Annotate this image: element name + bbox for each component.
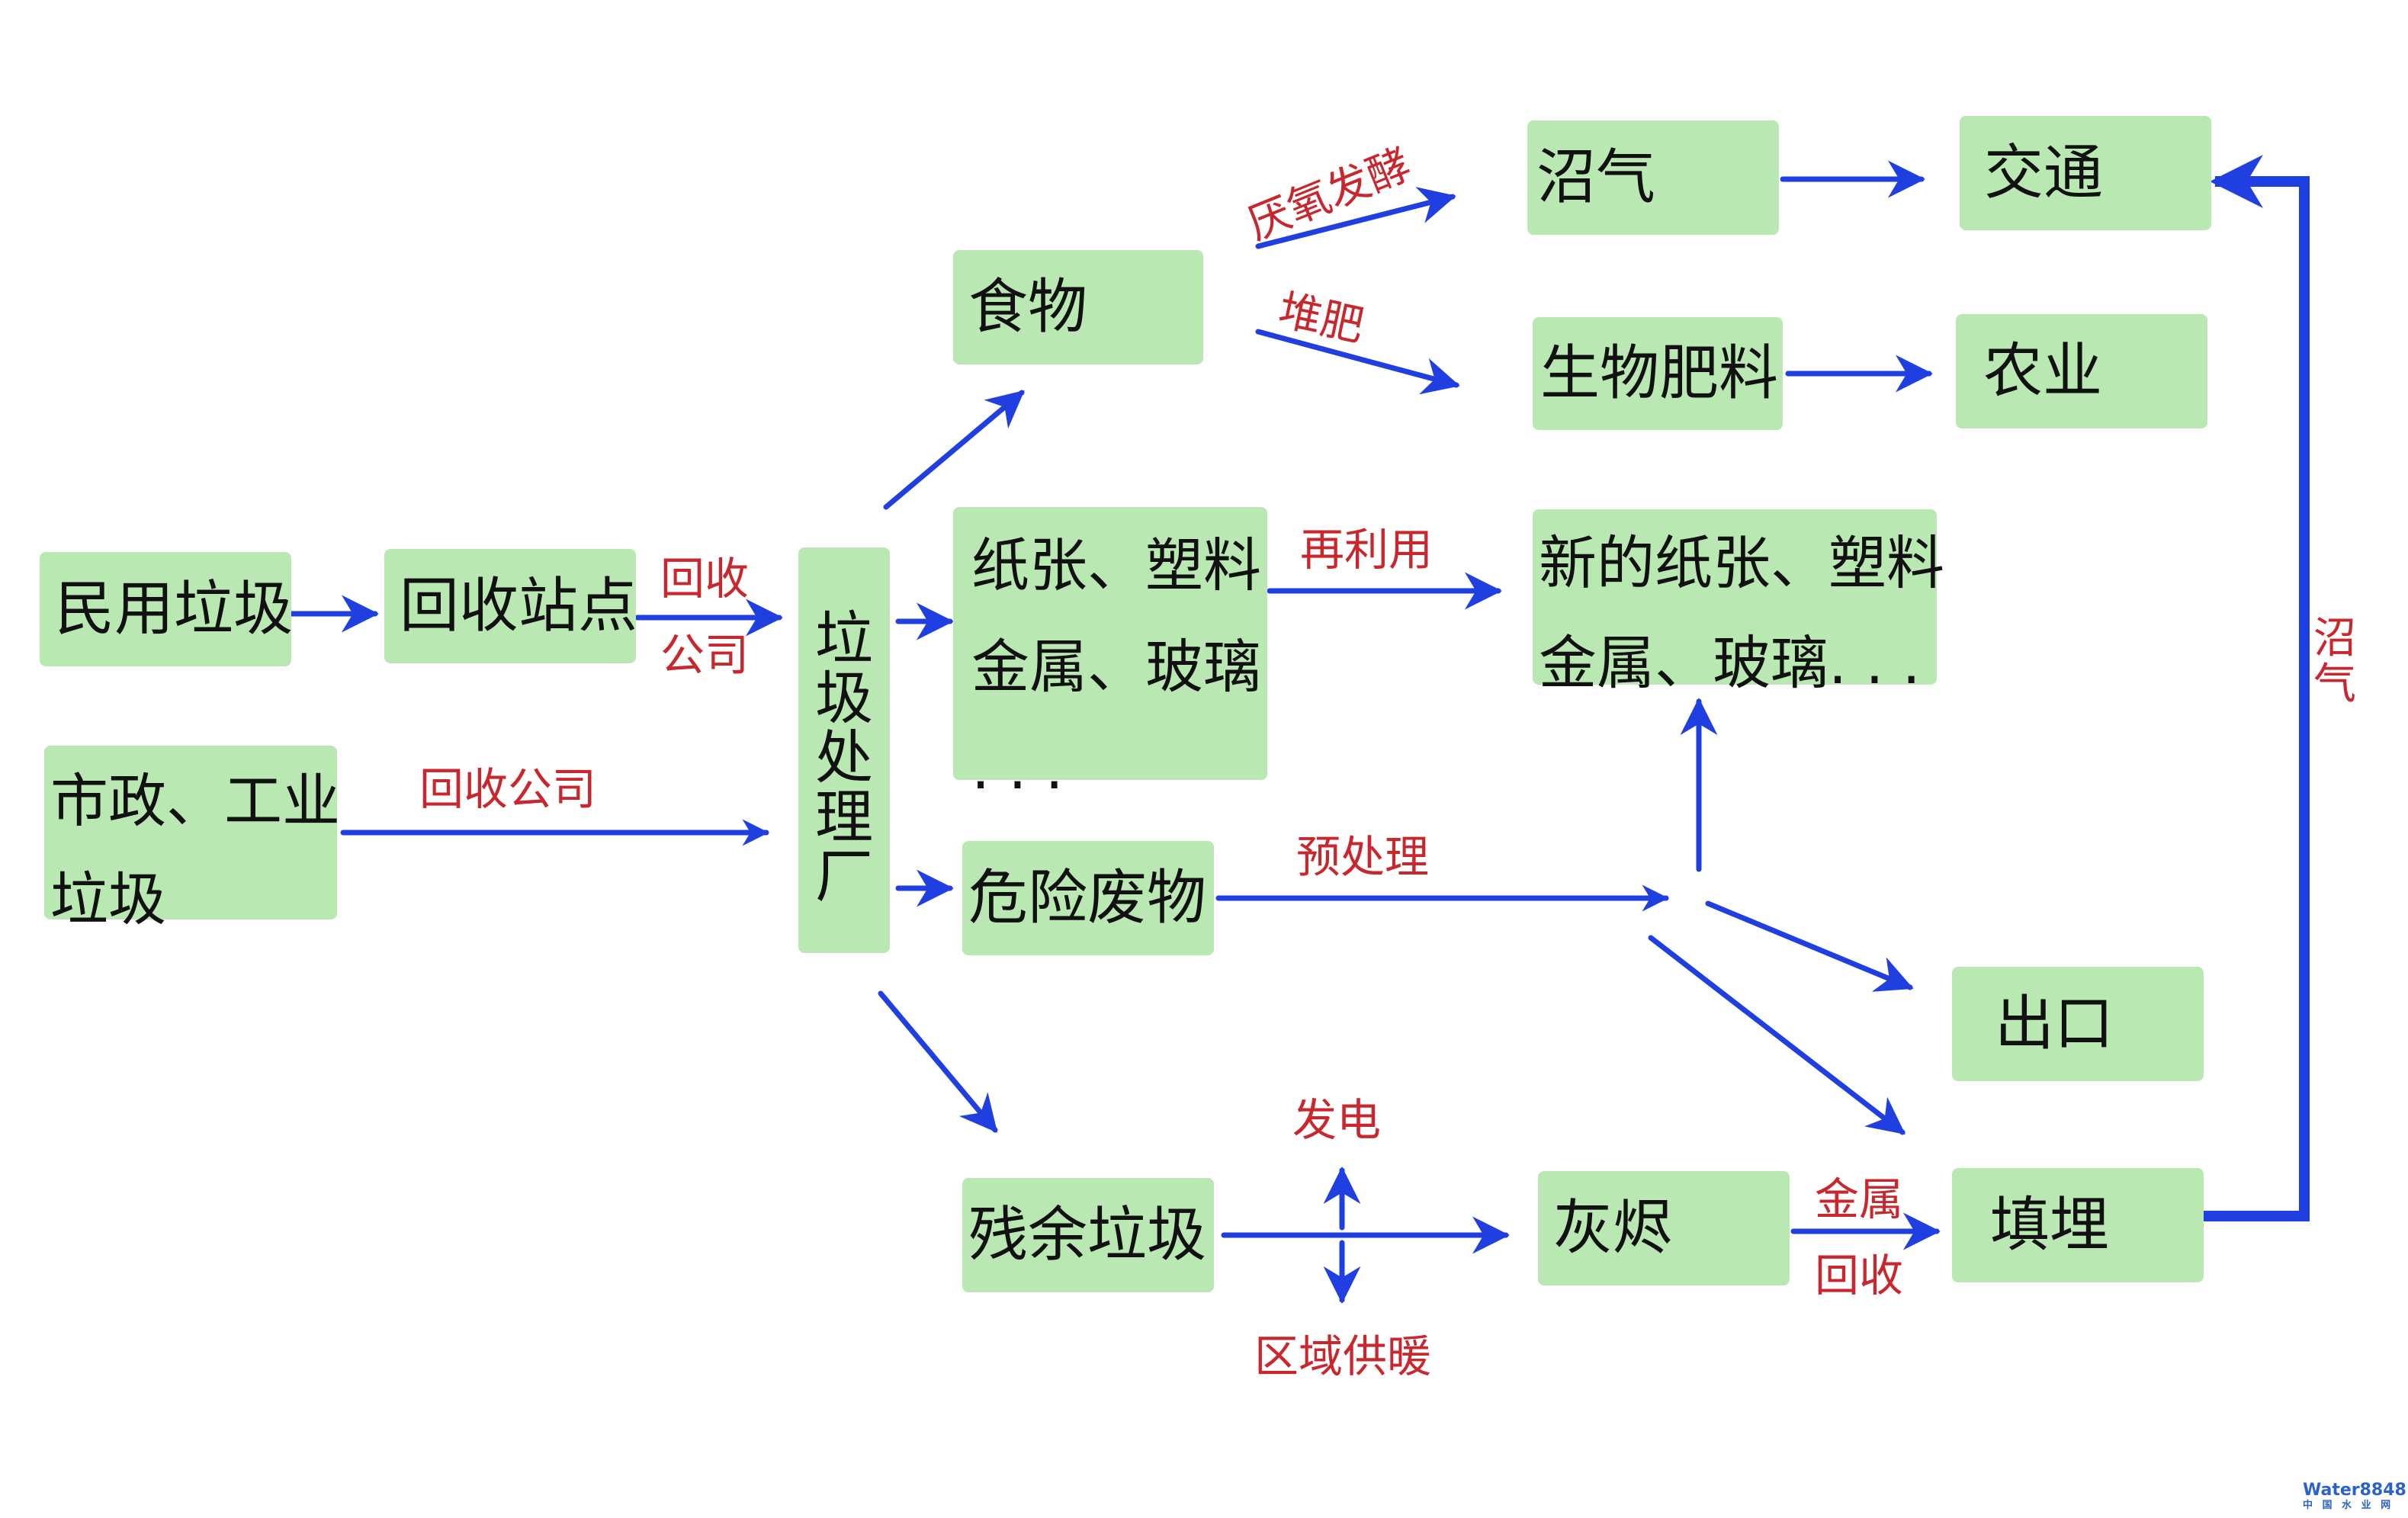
plant-char-3: 处 bbox=[815, 724, 873, 791]
node-ash: 灰烬 bbox=[1538, 1171, 1790, 1285]
node-recyclables: 纸张、塑料 金属、玻璃 . . . bbox=[953, 507, 1267, 802]
node-agriculture: 农业 bbox=[1956, 314, 2207, 428]
node-municipal-industrial-waste: 市政、工业 垃圾 bbox=[44, 746, 340, 933]
node-landfill: 填埋 bbox=[1952, 1168, 2204, 1282]
arrow-branch-to-landfill bbox=[1648, 935, 1906, 1135]
label-biogas-side-char-1: 沼 bbox=[2313, 614, 2356, 663]
node-civil-waste: 民用垃圾 bbox=[40, 552, 294, 666]
plant-char-5: 厂 bbox=[815, 842, 873, 910]
node-hazardous-waste-label: 危险废物 bbox=[968, 864, 1207, 932]
node-treatment-plant-label: 垃 圾 处 理 厂 bbox=[798, 610, 890, 907]
label-recycle: 回收 bbox=[660, 553, 750, 605]
node-residual-waste-label: 残余垃圾 bbox=[968, 1201, 1207, 1269]
label-biogas-side-char-2: 气 bbox=[2313, 660, 2356, 709]
node-recycling-station-label: 回收站点 bbox=[400, 572, 638, 640]
node-transport-label: 交通 bbox=[1984, 139, 2104, 207]
node-new-materials: 新的纸张、塑料 金属、玻璃. . . bbox=[1533, 509, 1944, 697]
node-landfill-label: 填埋 bbox=[1990, 1191, 2110, 1260]
node-municipal-industrial-text: 市政、工业 垃圾 bbox=[50, 752, 340, 948]
node-municipal-line-1: 市政、工业 bbox=[50, 767, 340, 835]
label-recovery: 回收 bbox=[1815, 1250, 1904, 1301]
label-metal: 金属 bbox=[1815, 1173, 1904, 1225]
label-district-heating: 区域供暖 bbox=[1254, 1330, 1432, 1382]
arrow-plant-to-food bbox=[883, 390, 1025, 510]
node-recycling-station: 回收站点 bbox=[384, 549, 638, 663]
plant-char-1: 垃 bbox=[815, 605, 873, 672]
arrow-plant-to-residual bbox=[878, 990, 998, 1133]
arrow-branch-to-export bbox=[1705, 900, 1914, 992]
node-bio-fertilizer-label: 生物肥料 bbox=[1540, 339, 1779, 408]
node-new-materials-line-2: 金属、玻璃. . . bbox=[1539, 628, 1921, 697]
node-transport: 交通 bbox=[1960, 116, 2211, 230]
node-treatment-plant: 垃 圾 处 理 厂 bbox=[798, 547, 890, 953]
watermark-logo: Water8848 中 国 水 业 网 bbox=[2303, 1481, 2406, 1511]
label-biogas-side: 沼 气 bbox=[2310, 618, 2359, 709]
node-food-label: 食物 bbox=[968, 273, 1088, 342]
node-municipal-line-2: 垃圾 bbox=[50, 865, 166, 934]
node-civil-waste-label: 民用垃圾 bbox=[55, 575, 294, 643]
label-power-generation: 发电 bbox=[1292, 1094, 1382, 1146]
node-hazardous-waste: 危险废物 bbox=[962, 841, 1214, 955]
node-export: 出口 bbox=[1952, 967, 2204, 1081]
plant-char-2: 圾 bbox=[815, 664, 873, 732]
node-recyclables-line-1: 纸张、塑料 bbox=[971, 531, 1261, 599]
node-export-label: 出口 bbox=[1995, 990, 2114, 1058]
node-recyclables-line-3: . . . bbox=[971, 734, 1064, 802]
watermark-sub: 中 国 水 业 网 bbox=[2303, 1500, 2394, 1511]
label-company: 公司 bbox=[660, 629, 750, 681]
arrow-food-to-fertilizer bbox=[1255, 329, 1460, 395]
node-biogas-label: 沼气 bbox=[1536, 143, 1656, 212]
label-recycling-company: 回收公司 bbox=[419, 763, 597, 815]
watermark-brand: Water8848 bbox=[2303, 1481, 2406, 1500]
node-residual-waste: 残余垃圾 bbox=[962, 1178, 1214, 1292]
node-bio-fertilizer: 生物肥料 bbox=[1533, 317, 1783, 430]
node-recyclables-text: 纸张、塑料 金属、玻璃 . . . bbox=[971, 515, 1261, 819]
node-recyclables-line-2: 金属、玻璃 bbox=[971, 633, 1261, 701]
arrow-food-to-biogas bbox=[1255, 187, 1456, 249]
plant-char-4: 理 bbox=[815, 783, 873, 851]
node-food: 食物 bbox=[953, 250, 1203, 364]
node-new-materials-line-1: 新的纸张、塑料 bbox=[1539, 529, 1944, 597]
node-agriculture-label: 农业 bbox=[1983, 337, 2103, 406]
label-reuse: 再利用 bbox=[1300, 524, 1434, 576]
node-ash-label: 灰烬 bbox=[1553, 1194, 1673, 1263]
arrow-landfill-biogas-to-transport bbox=[2204, 155, 2310, 1221]
node-biogas: 沼气 bbox=[1527, 120, 1779, 235]
label-pretreatment: 预处理 bbox=[1296, 831, 1430, 883]
node-new-materials-text: 新的纸张、塑料 金属、玻璃. . . bbox=[1539, 514, 1944, 713]
